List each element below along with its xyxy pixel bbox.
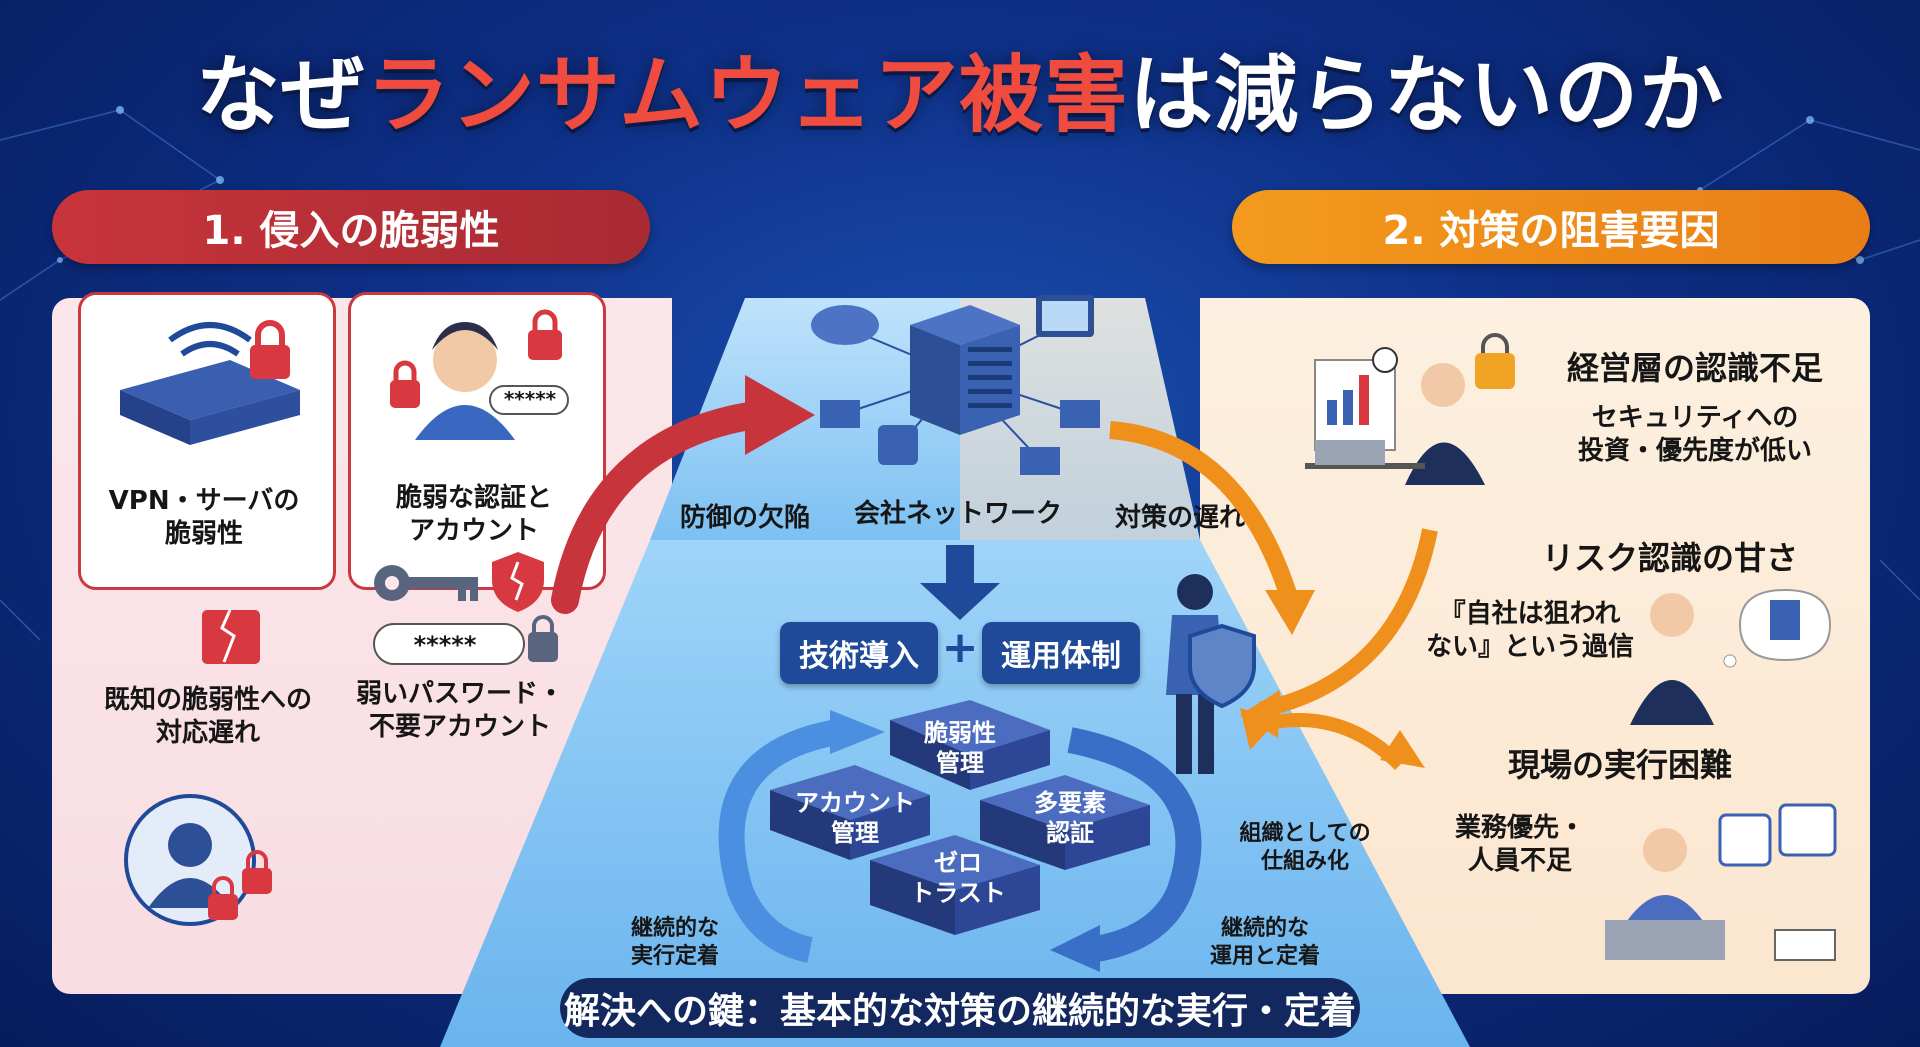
mgmt-title: 経営層の認識不足 [1566, 349, 1823, 387]
cycle-arrows [718, 710, 1202, 972]
router-icon [120, 320, 300, 445]
person-shield-icon [1166, 574, 1256, 774]
down-arrow [920, 545, 1000, 620]
countermeasure-delay-label: 対策の遅れ [1114, 503, 1245, 533]
plus-sign: + [941, 622, 979, 673]
page-title: なぜランサムウェア被害は減らないのか [0, 28, 1920, 149]
title-part1: なぜ [195, 46, 366, 144]
left-section-header: 1. 侵入の脆弱性 [52, 190, 650, 264]
title-part2: は減らないのか [1129, 46, 1725, 144]
tech-adoption-box: 技術導入 [780, 622, 938, 684]
executive-icon [1305, 333, 1515, 485]
risk-title: リスク認識の甘さ [1541, 539, 1798, 577]
user-silhouette-lock-icon [124, 794, 272, 926]
red-arrow-to-network [551, 375, 815, 614]
password-field-icon [373, 615, 558, 665]
block-mfa: 多要素 認証 [1034, 789, 1106, 847]
puzzle-blocks [770, 700, 1150, 935]
block-account-mgmt: アカウント 管理 [795, 789, 915, 847]
known-vuln-label: 既知の脆弱性への 対応遅れ [103, 685, 312, 748]
right-cycle-top-label: 組織としての 仕組み化 [1239, 821, 1371, 874]
user-lock-icon [390, 309, 569, 440]
field-title: 現場の実行困難 [1507, 746, 1732, 784]
solution-key-bar: 解決への鍵：基本的な対策の継続的な実行・定着 [560, 978, 1360, 1038]
password-mask-1: ***** [503, 387, 557, 411]
left-cycle-label: 継続的な 実行定着 [630, 916, 719, 969]
orange-arrows [1109, 421, 1438, 770]
broken-shield-icon [492, 552, 544, 612]
defense-gap-label: 防御の欠陥 [679, 503, 810, 533]
block-zero-trust: ゼロ トラスト [910, 849, 1006, 907]
field-desc: 業務優先・ 人員不足 [1454, 813, 1585, 876]
right-cycle-bottom-label: 継続的な 運用と定着 [1209, 916, 1320, 969]
cracked-box-icon [202, 609, 260, 664]
key-icon [374, 565, 478, 601]
block-vuln-mgmt: 脆弱性 管理 [924, 719, 996, 777]
company-network-icon [811, 295, 1100, 475]
mgmt-desc: セキュリティへの 投資・優先度が低い [1577, 403, 1812, 466]
password-mask-2: ***** [413, 631, 477, 659]
company-network-label: 会社ネットワーク [853, 499, 1062, 529]
weak-password-label: 弱いパスワード・ 不要アカウント [355, 679, 564, 742]
right-section-header: 2. 対策の阻害要因 [1232, 190, 1870, 264]
thinking-person-icon [1630, 588, 1832, 725]
title-highlight: ランサムウェア被害 [365, 46, 1130, 144]
risk-desc: 『自社は狙われ ない』という過信 [1425, 599, 1634, 662]
vpn-server-label: VPN・サーバの 脆弱性 [108, 486, 300, 549]
weak-auth-label: 脆弱な認証と アカウント [395, 483, 552, 546]
stressed-worker-icon [1605, 803, 1837, 961]
operations-box: 運用体制 [982, 622, 1140, 684]
